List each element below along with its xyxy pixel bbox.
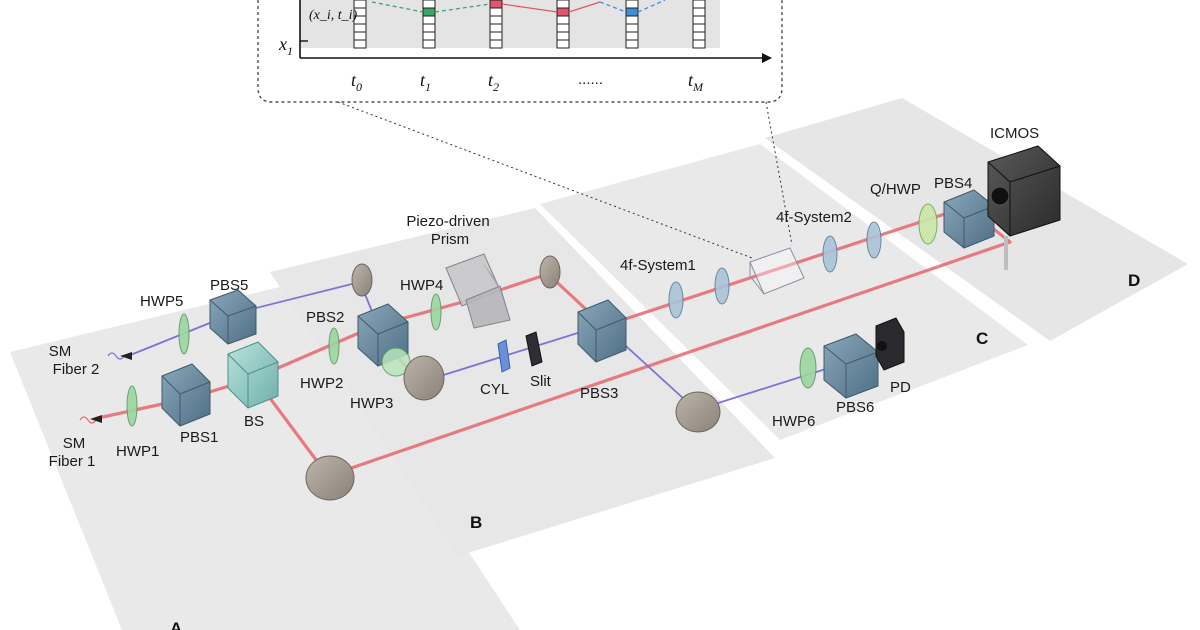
- hwp6-plate: [799, 347, 817, 389]
- column-t3: [556, 0, 570, 49]
- label-piezo-prism-line1: Piezo-driven: [406, 213, 489, 230]
- qhwp-plate: [918, 203, 938, 245]
- inset-frame: (x_i, t_i) x1 t0 t1 t2 ...... tM: [257, 0, 783, 103]
- inset-trajectories: [371, 0, 666, 13]
- mirror-a-bottom: [305, 455, 355, 501]
- fourf2-lens-a: [822, 235, 838, 273]
- panel-b-plate: [270, 208, 775, 556]
- panel-label-d: D: [1128, 271, 1140, 290]
- label-pd: PD: [890, 379, 911, 396]
- label-hwp3: HWP3: [350, 395, 393, 412]
- label-sm-fiber1-line1: SM: [63, 435, 86, 452]
- label-qhwp: Q/HWP: [870, 181, 921, 198]
- column-t1: [422, 0, 436, 49]
- panel-a-plate: [10, 284, 520, 630]
- mirror-b-lower: [403, 355, 445, 401]
- tick-ellipsis: ......: [578, 71, 603, 88]
- label-piezo-prism-line2: Prism: [431, 231, 469, 248]
- label-sm-fiber2-line2: Fiber 2: [53, 361, 100, 378]
- label-4f-system2: 4f-System2: [776, 209, 852, 226]
- panel-label-c: C: [976, 329, 988, 348]
- piezo-prism: [445, 253, 511, 329]
- column-t0: [353, 0, 367, 49]
- hwp5-plate: [178, 313, 190, 355]
- inset-leader-lines: [337, 101, 793, 259]
- label-pbs2: PBS2: [306, 309, 344, 326]
- panel-c-plate: [540, 144, 1028, 440]
- slit: [525, 331, 543, 367]
- fourf1-lens-b: [714, 267, 730, 305]
- fourf2-lens-b: [866, 221, 882, 259]
- pbs4-cube: [943, 189, 995, 249]
- label-hwp2: HWP2: [300, 375, 343, 392]
- bs-cube: [227, 341, 279, 409]
- panel-label-b: B: [470, 513, 482, 532]
- icmos-camera: [987, 145, 1061, 237]
- mirror-b-top-left: [351, 263, 373, 297]
- label-slit: Slit: [530, 373, 552, 390]
- tick-t2: t2: [488, 70, 499, 94]
- label-bs: BS: [244, 413, 264, 430]
- mirror-d-post: [1004, 236, 1008, 270]
- label-4f-system1: 4f-System1: [620, 257, 696, 274]
- tick-t1: t1: [420, 70, 431, 94]
- mirror-b-top-right: [539, 255, 561, 289]
- hwp1-plate: [126, 385, 138, 427]
- label-cyl: CYL: [480, 381, 509, 398]
- tick-t0: t0: [351, 70, 362, 94]
- label-icmos: ICMOS: [990, 125, 1039, 142]
- label-pbs1: PBS1: [180, 429, 218, 446]
- label-hwp6: HWP6: [772, 413, 815, 430]
- hwp4-plate: [430, 293, 442, 331]
- column-t2: [489, 0, 503, 49]
- inset-point-label: (x_i, t_i): [309, 8, 358, 23]
- mirror-b-right: [675, 391, 721, 433]
- label-pbs4: PBS4: [934, 175, 972, 192]
- tick-tm: tM: [688, 70, 704, 94]
- sm-fiber2: [107, 352, 132, 360]
- fourf1-lens-a: [668, 281, 684, 319]
- panel-label-a: A: [170, 619, 182, 630]
- inset-y-axis-label: x1: [278, 34, 293, 58]
- label-sm-fiber2-line1: SM: [49, 343, 72, 360]
- pbs5-cube: [209, 289, 257, 345]
- labels: SM Fiber 2 SM Fiber 1 HWP5 PBS5 HWP1 PBS…: [49, 125, 1141, 630]
- label-pbs6: PBS6: [836, 399, 874, 416]
- pbs6-cube: [823, 333, 879, 399]
- cyl-lens: [497, 339, 511, 373]
- label-hwp4: HWP4: [400, 277, 443, 294]
- label-hwp1: HWP1: [116, 443, 159, 460]
- sm-fiber1: [79, 415, 102, 424]
- label-sm-fiber1-line2: Fiber 1: [49, 453, 96, 470]
- label-hwp5: HWP5: [140, 293, 183, 310]
- pd-detector: [875, 317, 905, 371]
- hwp2-plate: [328, 327, 340, 365]
- transparent-box: [749, 247, 805, 295]
- pbs1-cube: [161, 363, 211, 427]
- label-pbs5: PBS5: [210, 277, 248, 294]
- label-pbs3: PBS3: [580, 385, 618, 402]
- column-tm: [692, 0, 706, 49]
- column-t4: [625, 0, 639, 49]
- pbs3-cube: [577, 299, 627, 363]
